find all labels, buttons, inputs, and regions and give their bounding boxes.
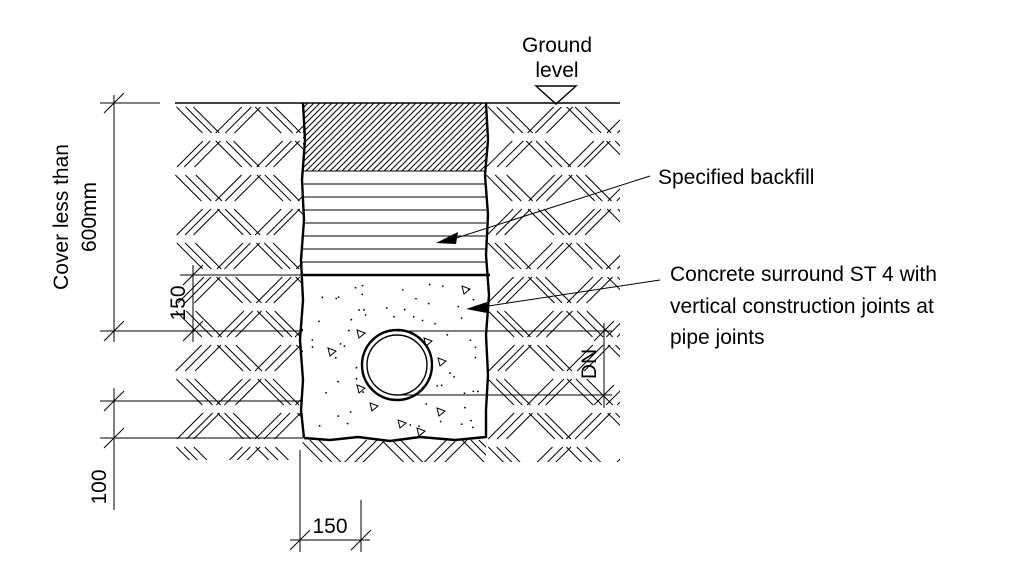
cover-dimension-text-line1: Cover less than (50, 144, 73, 290)
ground-level-triangle-icon (534, 85, 578, 105)
concrete-surround-label-line3: pipe joints (670, 326, 765, 349)
pipe-diameter-dimension-text: DN (578, 349, 601, 379)
specified-backfill-label: Specified backfill (658, 166, 814, 189)
surround-above-pipe-dimension (180, 264, 303, 342)
side-clearance-dimension-text: 150 (312, 515, 347, 538)
concrete-leader-arrow (466, 302, 487, 313)
pipe-outer (360, 328, 434, 402)
ground-level-label-line2: level (535, 59, 578, 82)
cover-dimension (100, 92, 303, 342)
surround-above-pipe-dimension-text: 150 (167, 285, 190, 320)
concrete-surround-texture (311, 283, 479, 437)
pipe-inner (366, 334, 428, 396)
concrete-surround-label-line2: vertical construction joints at (670, 295, 934, 318)
backfill-leader-arrow (436, 232, 458, 244)
cover-dimension-text-line2: 600mm (78, 182, 101, 252)
trench-bottom (303, 435, 487, 443)
ground-level-label-line1: Ground (522, 34, 592, 57)
concrete-leader-line (474, 279, 661, 309)
bedding-dimension-text: 100 (88, 469, 111, 504)
soil-hatch-left (175, 106, 303, 460)
specified-backfill-layer (303, 170, 486, 263)
bedding-dimension (100, 388, 303, 510)
side-clearance-dimension (289, 450, 372, 552)
trench-wall-left (298, 102, 307, 439)
trench-wall-right (483, 102, 491, 438)
soil-hatch-bottom (300, 439, 486, 462)
concrete-surround-label-line1: Concrete surround ST 4 with (670, 263, 937, 286)
surface-reinstatement-hatch (303, 103, 486, 171)
soil-hatch-right (486, 106, 620, 462)
backfill-leader-line (449, 175, 651, 241)
pipe-diameter-dimension (397, 320, 615, 408)
